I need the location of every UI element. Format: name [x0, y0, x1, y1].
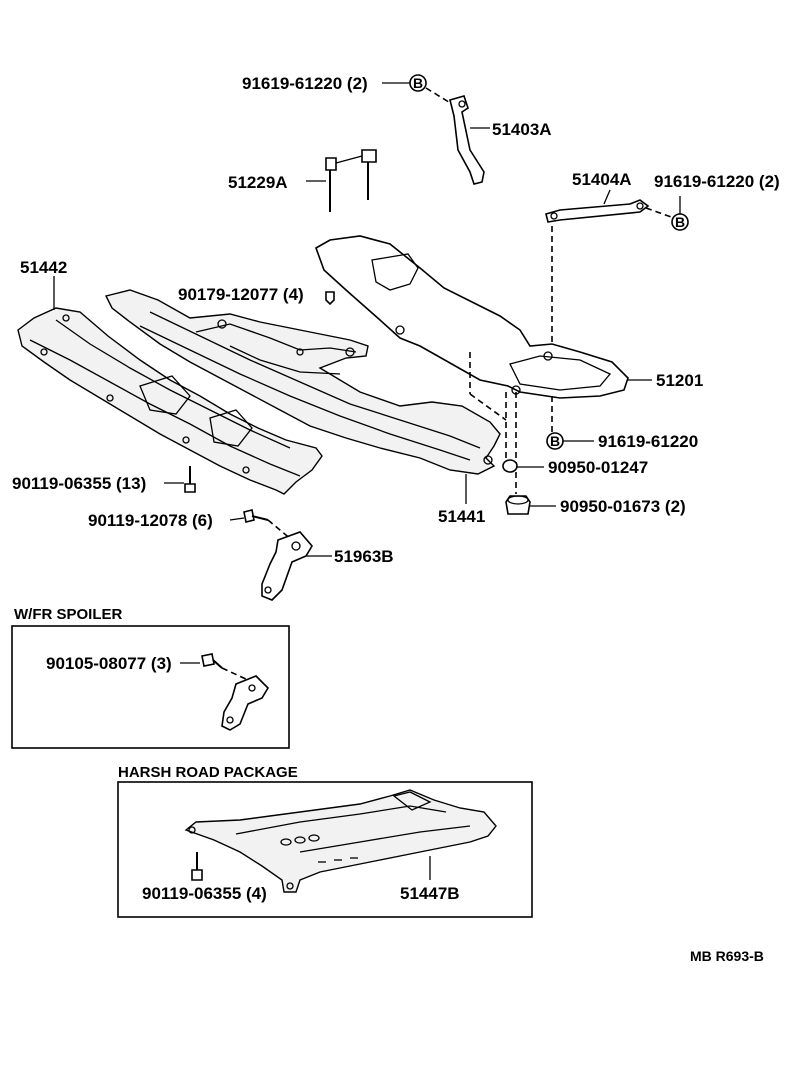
- bolt-marker-top: B: [409, 74, 427, 92]
- svg-text:B: B: [550, 433, 560, 449]
- label-90105: 90105-08077 (3): [46, 654, 172, 673]
- harsh-section-box: [117, 781, 533, 918]
- label-51442: 51442: [20, 258, 67, 277]
- svg-text:B: B: [413, 75, 423, 91]
- cushion-90950-01673: [505, 495, 531, 515]
- suspension-member-51201: [315, 235, 629, 399]
- spoiler-section-box: [11, 625, 290, 749]
- label-90119-06355: 90119-06355 (13): [12, 474, 146, 493]
- bolt-90119-12078: [243, 509, 269, 523]
- spoiler-bracket: [221, 675, 270, 731]
- bolt-marker-lower: B: [546, 432, 564, 450]
- bracket-51403a: [449, 95, 485, 185]
- bolt-90119-06355: [184, 466, 196, 493]
- cushion-90950-01247: [502, 459, 518, 473]
- label-90119-12078: 90119-12078 (6): [88, 511, 213, 530]
- label-51403a: 51403A: [492, 120, 552, 139]
- label-91619: 91619-61220: [598, 432, 698, 451]
- label-90950-01673: 90950-01673 (2): [560, 497, 686, 516]
- label-51963b: 51963B: [334, 547, 394, 566]
- label-51404a: 51404A: [572, 170, 632, 189]
- bracket-51404a: [545, 199, 650, 223]
- skid-plate-51447b: [184, 789, 497, 893]
- harsh-section-title: HARSH ROAD PACKAGE: [118, 764, 298, 781]
- label-90950-01247: 90950-01247: [548, 458, 648, 477]
- bolt-marker-right: B: [671, 213, 689, 231]
- under-cover-51442: [17, 307, 323, 495]
- label-51201: 51201: [656, 371, 703, 390]
- label-51447b: 51447B: [400, 884, 460, 903]
- under-cover-51441: [104, 289, 501, 475]
- stud-51229a: [325, 149, 377, 212]
- bracket-51963b: [261, 531, 313, 601]
- label-bolt-top: 91619-61220 (2): [242, 74, 368, 93]
- label-51441: 51441: [438, 507, 485, 526]
- label-harsh-bolt: 90119-06355 (4): [142, 884, 267, 903]
- clip-90179: [325, 291, 335, 306]
- svg-text:B: B: [675, 214, 685, 230]
- footer-code: MB R693-B: [690, 948, 764, 964]
- bolt-90105: [201, 653, 223, 669]
- spoiler-section-title: W/FR SPOILER: [14, 606, 123, 623]
- bolt-harsh-90119: [191, 852, 203, 881]
- label-51229a: 51229A: [228, 173, 288, 192]
- label-bolt-right: 91619-61220 (2): [654, 172, 780, 191]
- label-90179: 90179-12077 (4): [178, 285, 304, 304]
